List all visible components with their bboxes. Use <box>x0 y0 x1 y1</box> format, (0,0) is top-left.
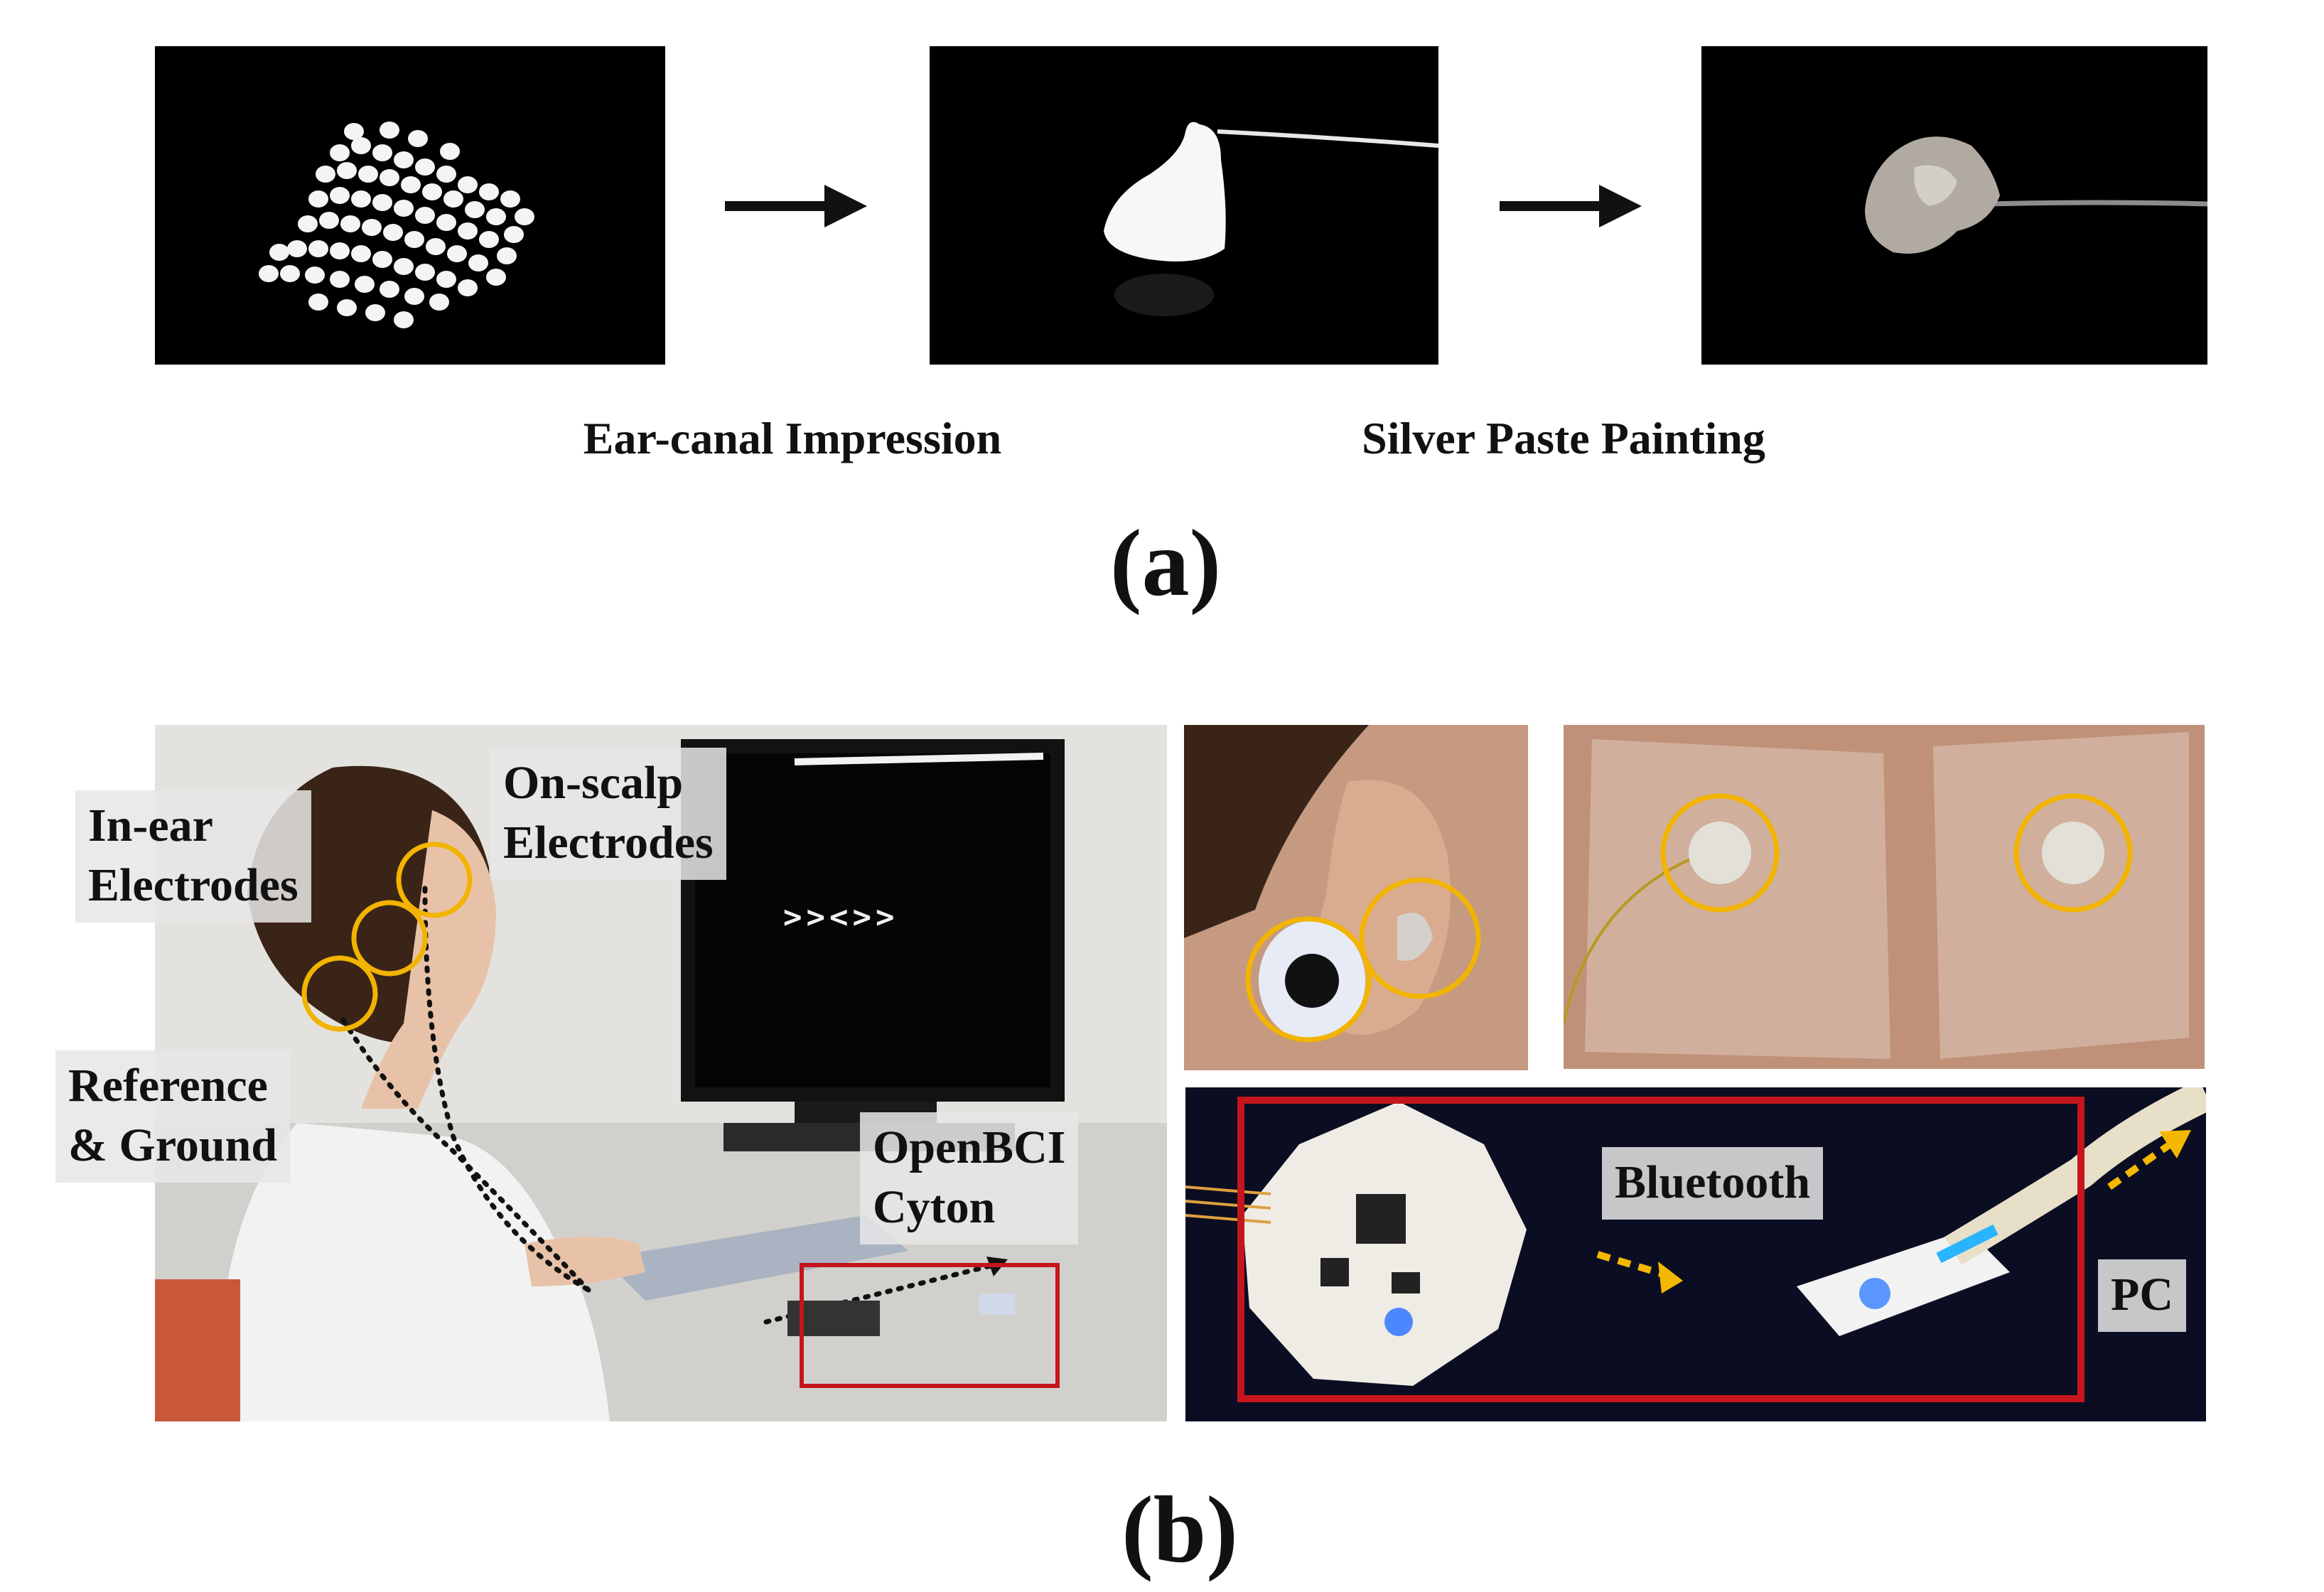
step-arrow-1 <box>725 185 867 227</box>
silver-electrode-illustration <box>1701 46 2207 365</box>
label-in-ear-line1: In-ear <box>88 800 213 851</box>
scalp-closeup-illustration <box>1564 725 2205 1069</box>
label-openbci-line2: Cyton <box>873 1181 996 1233</box>
label-reference-ground: Reference & Ground <box>55 1050 291 1183</box>
step-arrow-2 <box>1500 185 1642 227</box>
photo-openbci-board <box>1185 1087 2206 1421</box>
photo-in-ear-closeup <box>1184 725 1528 1070</box>
label-on-scalp-line2: Electrodes <box>503 817 714 868</box>
label-openbci-line1: OpenBCI <box>873 1122 1066 1173</box>
label-on-scalp-electrodes: On-scalp Electrodes <box>490 748 726 880</box>
photo-on-scalp-closeup <box>1564 725 2205 1069</box>
caption-ear-canal-impression: Ear-canal Impression <box>583 413 1002 463</box>
label-in-ear-electrodes: In-ear Electrodes <box>75 790 311 923</box>
monitor-stimulus-text: >><>> <box>783 899 899 935</box>
label-in-ear-line2: Electrodes <box>88 859 298 911</box>
label-pc: PC <box>2098 1259 2186 1332</box>
pellets-illustration <box>155 46 665 365</box>
label-reference-line1: Reference <box>68 1060 268 1112</box>
ear-closeup-illustration <box>1184 725 1528 1070</box>
figure-letter-b: (b) <box>1121 1477 1238 1582</box>
label-openbci-cyton: OpenBCI Cyton <box>860 1112 1079 1244</box>
label-pc-text: PC <box>2111 1269 2173 1321</box>
label-bluetooth-text: Bluetooth <box>1615 1156 1811 1208</box>
label-on-scalp-line1: On-scalp <box>503 757 684 809</box>
impression-illustration <box>930 46 1438 365</box>
photo-experiment-setup <box>155 725 1167 1421</box>
label-bluetooth: Bluetooth <box>1602 1147 1824 1220</box>
board-closeup-illustration <box>1185 1087 2206 1421</box>
photo-silver-electrode <box>1701 46 2207 365</box>
figure-letter-a: (a) <box>1109 510 1222 615</box>
setup-illustration <box>155 725 1167 1421</box>
photo-pellets <box>155 46 665 365</box>
photo-ear-impression <box>930 46 1438 365</box>
label-reference-line2: & Ground <box>68 1119 278 1171</box>
caption-silver-paste-painting: Silver Paste Painting <box>1362 413 1765 463</box>
